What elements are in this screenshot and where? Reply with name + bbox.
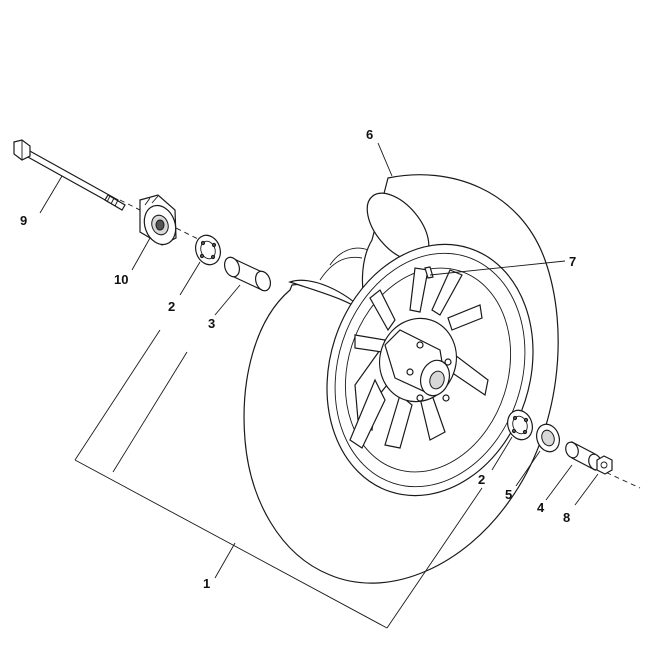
- callout-6: 6: [366, 127, 373, 142]
- oil-seal: [536, 423, 560, 453]
- callout-labels: 6 7 9 10 2 3 2 5 4 8 1: [20, 127, 576, 591]
- axle-nut: [596, 455, 613, 475]
- leader-lines: [39, 142, 599, 629]
- callout-9: 9: [20, 213, 27, 228]
- callout-8: 8: [563, 510, 570, 525]
- callout-5: 5: [505, 487, 512, 502]
- callout-2-right: 2: [478, 472, 485, 487]
- rim: [326, 243, 534, 497]
- collar: [565, 441, 602, 471]
- callout-4: 4: [537, 500, 545, 515]
- rim-spokes: [349, 267, 489, 449]
- callout-2-left: 2: [168, 299, 175, 314]
- wheel-hub: [379, 317, 457, 403]
- callout-3: 3: [208, 316, 215, 331]
- callout-1: 1: [203, 576, 210, 591]
- bearing-right: [507, 409, 533, 441]
- axle: [13, 139, 126, 211]
- callout-7: 7: [569, 254, 576, 269]
- spacer: [223, 256, 272, 292]
- callout-10: 10: [114, 272, 128, 287]
- speedometer-gear-box: [139, 194, 177, 246]
- bearing-left: [195, 234, 221, 266]
